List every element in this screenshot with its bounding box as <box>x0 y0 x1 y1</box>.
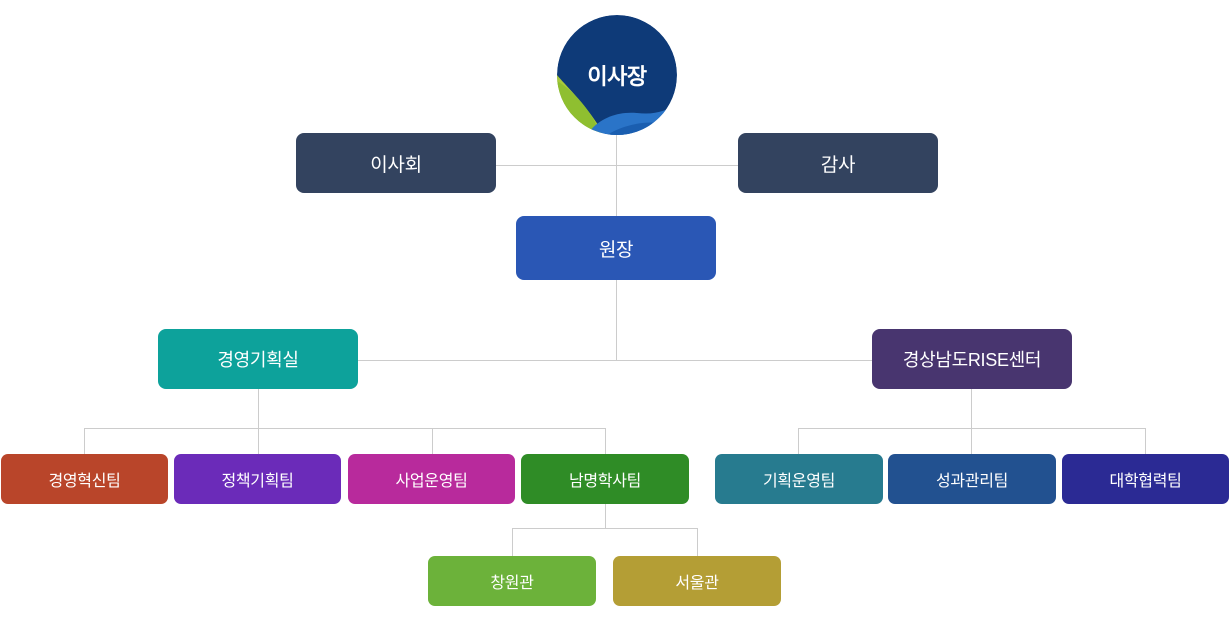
chairman-node[interactable]: 이사장 <box>557 15 677 135</box>
board-label: 이사회 <box>370 154 422 176</box>
board-node[interactable]: 이사회 <box>296 133 496 193</box>
team-management-innovation[interactable]: 경영혁신팀 <box>1 454 168 504</box>
rise-center-node[interactable]: 경상남도RISE센터 <box>872 329 1072 389</box>
planning-office-node[interactable]: 경영기획실 <box>158 329 358 389</box>
planning-office-label: 경영기획실 <box>217 350 299 370</box>
team-label: 남명학사팀 <box>568 473 642 490</box>
audit-label: 감사 <box>820 154 856 176</box>
branch-seoul[interactable]: 서울관 <box>613 556 781 606</box>
branch-label: 서울관 <box>675 575 719 592</box>
chairman-label: 이사장 <box>587 64 647 89</box>
rise-center-label: 경상남도RISE센터 <box>902 350 1042 370</box>
team-label: 사업운영팀 <box>395 473 468 490</box>
team-label: 정책기획팀 <box>221 473 294 490</box>
director-node[interactable]: 원장 <box>516 216 716 280</box>
chairman-emblem <box>557 15 677 135</box>
team-policy-planning[interactable]: 정책기획팀 <box>174 454 341 504</box>
branch-changwon[interactable]: 창원관 <box>428 556 596 606</box>
team-label: 성과관리팀 <box>935 473 1009 490</box>
team-university-cooperation[interactable]: 대학협력팀 <box>1062 454 1229 504</box>
team-label: 대학협력팀 <box>1109 473 1182 490</box>
branch-label: 창원관 <box>490 575 534 592</box>
team-label: 경영혁신팀 <box>48 473 121 490</box>
team-performance-management[interactable]: 성과관리팀 <box>888 454 1056 504</box>
director-label: 원장 <box>598 239 634 261</box>
audit-node[interactable]: 감사 <box>738 133 938 193</box>
team-business-operations[interactable]: 사업운영팀 <box>348 454 515 504</box>
team-label: 기획운영팀 <box>762 473 836 490</box>
team-nammyeong-dorm[interactable]: 남명학사팀 <box>521 454 689 504</box>
team-planning-operations[interactable]: 기획운영팀 <box>715 454 883 504</box>
